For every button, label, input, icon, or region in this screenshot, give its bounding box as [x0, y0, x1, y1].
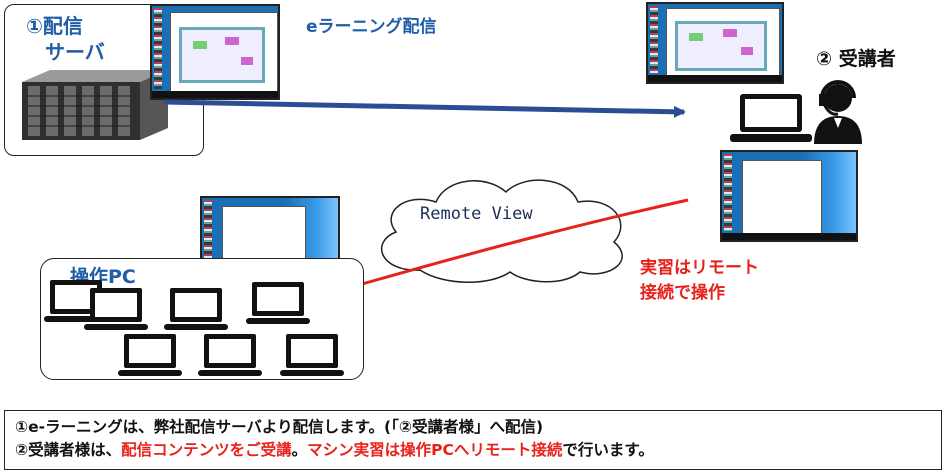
caption-line2-d: マシン実習は操作PCへリモート接続 — [307, 441, 563, 459]
caption-line2-a: ②受講者様は、 — [15, 441, 122, 459]
caption-line2-c: 。 — [291, 441, 308, 459]
operator-headset-icon — [814, 80, 862, 144]
elearning-screenshot-trainee — [646, 2, 784, 84]
remote-operation-label-line2: 接続で操作 — [640, 283, 725, 303]
server-label-line2: サーバ — [45, 40, 105, 64]
remote-arrow — [303, 198, 689, 304]
server-label-line1: ①配信 — [26, 14, 83, 38]
laptop-icon-trainee — [730, 94, 812, 142]
cloud-label: Remote View — [420, 204, 533, 224]
trainee-label-text: ② 受講者 — [816, 48, 896, 70]
cloud-shape — [380, 179, 623, 283]
trainee-label: ② 受講者 — [816, 44, 896, 71]
delivery-arrow — [163, 99, 686, 118]
caption-box: ①e-ラーニングは、弊社配信サーバより配信します。(「②受講者様」へ配信) ②受… — [4, 410, 942, 470]
caption-line1: ①e-ラーニングは、弊社配信サーバより配信します。(「②受講者様」へ配信) — [15, 418, 544, 436]
elearning-label: eラーニング配信 — [306, 17, 437, 37]
remote-screenshot-trainee — [720, 150, 858, 242]
elearning-screenshot-server — [150, 4, 280, 100]
remote-operation-label-line1: 実習はリモート — [640, 258, 759, 278]
server-rack-icon — [22, 70, 168, 140]
caption-line2-e: で行います。 — [562, 441, 654, 459]
caption-line2-b: 配信コンテンツをご受講 — [121, 441, 292, 459]
caption-line2: ②受講者様は、配信コンテンツをご受講。マシン実習は操作PCへリモート接続で行いま… — [15, 439, 654, 461]
operation-pc-laptops — [44, 280, 344, 376]
